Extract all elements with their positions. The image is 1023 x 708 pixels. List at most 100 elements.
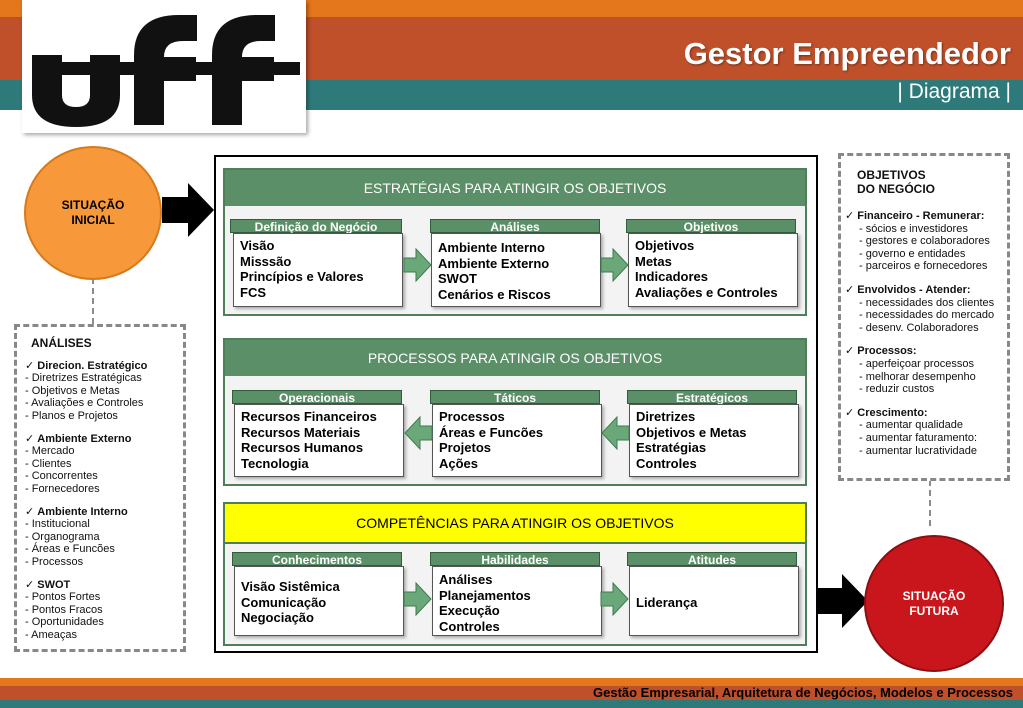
box-operacionais: Recursos Financeiros Recursos Materiais …: [234, 404, 404, 477]
box-line: FCS: [240, 284, 266, 300]
analises-title: ANÁLISES: [31, 336, 92, 350]
analises-group-head: Ambiente Externo: [37, 432, 132, 445]
objetivos-item: - governo e entidades: [859, 247, 966, 260]
box-line: Controles: [636, 455, 697, 471]
check-icon: ✓: [845, 283, 855, 296]
box-line: Indicadores: [635, 269, 708, 285]
section-competencias-title: COMPETÊNCIAS PARA ATINGIR OS OBJETIVOS: [225, 504, 805, 544]
box-line: Visão Sistêmica: [241, 579, 340, 594]
page-subtitle: | Diagrama |: [897, 80, 1011, 103]
box-line: Ações: [439, 455, 479, 471]
objetivos-group-head: Crescimento:: [857, 406, 928, 419]
objetivos-group: ✓ Envolvidos - Atender: - necessidades d…: [845, 284, 1001, 334]
section-estrategias-title: ESTRATÉGIAS PARA ATINGIR OS OBJETIVOS: [225, 170, 805, 206]
box-line: Metas: [635, 253, 672, 269]
box-taticos: Processos Áreas e Funcões Projetos Ações: [432, 404, 602, 477]
box-line: Controles: [439, 618, 500, 634]
analises-item: - Mercado: [25, 445, 75, 458]
box-line: Objetivos e Metas: [636, 424, 747, 440]
check-icon: ✓: [25, 505, 35, 518]
analises-group-head: Ambiente Interno: [37, 505, 128, 518]
analises-item: - Planos e Projetos: [25, 409, 118, 422]
box-line: Planejamentos: [439, 587, 531, 603]
box-line: Visão: [240, 238, 275, 253]
box-habilidades: Análises Planejamentos Execução Controle…: [432, 566, 602, 636]
analises-item: - Áreas e Funcões: [25, 543, 115, 556]
analises-group: ✓ Ambiente Externo - Mercado - Clientes …: [25, 433, 177, 496]
situacao-inicial-line2: INICIAL: [71, 213, 115, 227]
box-line: Comunicação: [241, 594, 327, 610]
box-line: Estratégias: [636, 440, 707, 456]
situacao-futura-line1: SITUAÇÃO: [902, 588, 966, 603]
analises-item: - Fornecedores: [25, 482, 100, 495]
analises-item: - Institucional: [25, 518, 90, 531]
analises-group-head: Direcion. Estratégico: [37, 359, 148, 372]
analises-item: - Pontos Fracos: [25, 603, 103, 616]
box-line: Ambiente Interno: [438, 240, 545, 255]
analises-item: - Concorrentes: [25, 470, 98, 483]
analises-group: ✓ Direcion. Estratégico - Diretrizes Est…: [25, 360, 177, 423]
box-line: Diretrizes: [636, 409, 696, 424]
box-atitudes: Liderança: [629, 566, 799, 636]
situacao-inicial-circle: SITUAÇÃO INICIAL: [24, 146, 162, 280]
box-label-taticos: Táticos: [430, 390, 600, 405]
box-line: Recursos Materiais: [241, 424, 361, 440]
objetivos-item: - desenv. Colaboradores: [859, 321, 979, 334]
analises-item: - Objetivos e Metas: [25, 384, 120, 397]
objetivos-item: - sócios e investidores: [859, 222, 968, 235]
objetivos-item: - melhorar desempenho: [859, 370, 976, 383]
box-line: Recursos Humanos: [241, 440, 364, 456]
objetivos-item: - aumentar lucratividade: [859, 444, 978, 457]
situacao-inicial-line1: SITUAÇÃO: [61, 198, 125, 212]
check-icon: ✓: [845, 406, 855, 419]
box-line: Liderança: [636, 595, 698, 610]
analises-item: - Processos: [25, 555, 84, 568]
box-line: Ambiente Externo: [438, 255, 550, 271]
objetivos-group: ✓ Crescimento: - aumentar qualidade - au…: [845, 407, 1001, 457]
box-label-analises: Análises: [430, 219, 600, 234]
box-estrategicos: Diretrizes Objetivos e Metas Estratégias…: [629, 404, 799, 477]
objetivos-group: ✓ Processos: - aperfeiçoar processos - m…: [845, 345, 1001, 395]
objetivos-panel: OBJETIVOS DO NEGÓCIO ✓ Financeiro - Remu…: [838, 153, 1010, 481]
check-icon: ✓: [845, 345, 855, 358]
footer-stripe-orange: [0, 678, 1023, 686]
box-line: Cenários e Riscos: [438, 286, 551, 302]
objetivos-item: - aumentar qualidade: [859, 419, 963, 432]
check-icon: ✓: [25, 578, 35, 591]
situacao-futura-line2: FUTURA: [909, 603, 959, 618]
analises-group-head: SWOT: [37, 578, 71, 591]
objetivos-item: - parceiros e fornecedores: [859, 260, 988, 273]
box-line: Objetivos: [635, 238, 695, 253]
section-processos-title: PROCESSOS PARA ATINGIR OS OBJETIVOS: [225, 340, 805, 376]
box-label-atitudes: Atitudes: [627, 552, 797, 567]
box-label-estrategicos: Estratégicos: [627, 390, 797, 405]
page-title: Gestor Empreendedor: [683, 36, 1011, 71]
analises-item: - Avaliações e Controles: [25, 397, 144, 410]
box-line: Avaliações e Controles: [635, 284, 778, 300]
box-objetivos: Objetivos Metas Indicadores Avaliações e…: [628, 233, 798, 307]
box-line: Princípios e Valores: [240, 269, 364, 285]
box-line: Análises: [439, 572, 493, 587]
box-line: Misssão: [240, 253, 292, 269]
analises-panel: ANÁLISES ✓ Direcion. Estratégico - Diret…: [14, 324, 186, 652]
analises-group: ✓ SWOT - Pontos Fortes - Pontos Fracos -…: [25, 579, 177, 642]
box-line: Tecnologia: [241, 455, 309, 471]
box-line: Execução: [439, 603, 500, 619]
footer-stripe-red: [0, 686, 1023, 700]
objetivos-item: - necessidades do mercado: [859, 309, 995, 322]
objetivos-item: - necessidades dos clientes: [859, 296, 995, 309]
analises-item: - Diretrizes Estratégicas: [25, 372, 142, 385]
objetivos-title-line2: DO NEGÓCIO: [857, 182, 936, 196]
box-conhecimentos: Visão Sistêmica Comunicação Negociação: [234, 566, 404, 636]
objetivos-item: - gestores e colaboradores: [859, 235, 990, 248]
box-label-definicao: Definição do Negócio: [230, 219, 402, 234]
footer-text: Gestão Empresarial, Arquitetura de Negóc…: [593, 685, 1013, 700]
box-label-conhecimentos: Conhecimentos: [232, 552, 402, 567]
footer-stripe-teal: [0, 700, 1023, 708]
box-label-habilidades: Habilidades: [430, 552, 600, 567]
arrow-main-to-futura: [816, 574, 868, 628]
check-icon: ✓: [845, 210, 855, 222]
analises-item: - Organograma: [25, 530, 100, 543]
box-line: Recursos Financeiros: [241, 409, 377, 424]
objetivos-group-head: Envolvidos - Atender:: [857, 283, 971, 296]
